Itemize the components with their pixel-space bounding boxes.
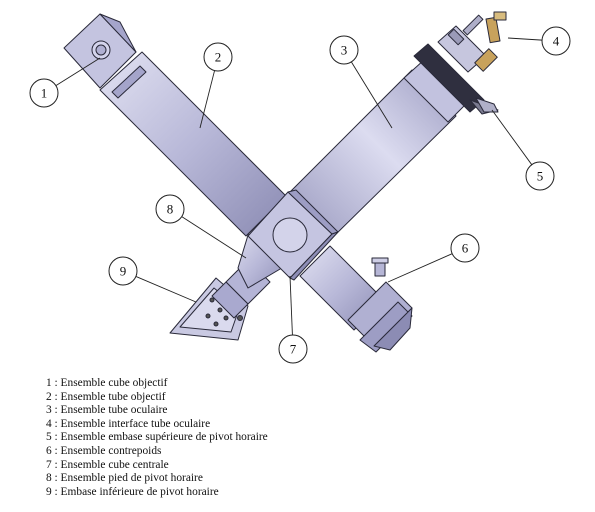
leader-line-6 [387, 253, 453, 283]
counterweight [299, 245, 413, 353]
callout-number-4: 4 [553, 34, 560, 49]
callout-number-2: 2 [215, 50, 222, 65]
callout-layer: 1 2 3 4 5 6 7 8 9 [29, 26, 571, 364]
callout-circle-6 [450, 233, 480, 263]
leader-line-7 [289, 275, 293, 336]
callout-number-7: 7 [290, 342, 297, 357]
leader-line-3 [350, 61, 393, 129]
callout-number-8: 8 [167, 202, 174, 217]
callout-circle-7 [278, 334, 308, 364]
callout-number-1: 1 [41, 86, 48, 101]
callout-circle-4 [541, 26, 571, 56]
callout-circle-2 [203, 42, 233, 72]
callout-number-9: 9 [120, 264, 127, 279]
legend-item: 3 : Ensemble tube oculaire [46, 404, 168, 417]
callout-circle-9 [108, 256, 138, 286]
leader-line-1 [55, 57, 101, 86]
legend-item: 2 : Ensemble tube objectif [46, 390, 166, 403]
callout-number-6: 6 [462, 241, 469, 256]
ocular-tube [285, 59, 467, 241]
upper-pivot-base [413, 43, 499, 115]
telescope-assembly-drawing: 1 2 3 4 5 6 7 8 9 [29, 11, 571, 364]
callout-number-3: 3 [341, 43, 348, 58]
legend-item: 4 : Ensemble interface tube oculaire [46, 417, 211, 430]
central-cube [247, 189, 339, 281]
legend-item: 8 : Ensemble pied de pivot horaire [46, 472, 203, 485]
leader-line-5 [491, 109, 533, 165]
callout-circle-5 [525, 161, 555, 191]
leader-line-9 [135, 276, 197, 303]
objective-cube [63, 13, 137, 89]
legend-item: 6 : Ensemble contrepoids [46, 444, 162, 457]
leader-line-2 [199, 70, 215, 129]
legend-item: 1 : Ensemble cube objectif [46, 377, 168, 389]
callout-number-5: 5 [537, 169, 544, 184]
parts-legend: 1 : Ensemble cube objectif 2 : Ensemble … [46, 377, 268, 499]
callout-circle-1 [29, 78, 59, 108]
objective-tube [99, 51, 287, 237]
leader-line-8 [181, 216, 247, 259]
callout-circle-8 [155, 194, 185, 224]
legend-item: 9 : Embase inférieure de pivot horaire [46, 485, 219, 498]
leader-line-4 [507, 37, 543, 41]
callout-circle-3 [329, 35, 359, 65]
ocular-interface [437, 11, 507, 73]
legend-item: 5 : Ensemble embase supérieure de pivot … [46, 431, 268, 444]
legend-item: 7 : Ensemble cube centrale [46, 458, 169, 471]
